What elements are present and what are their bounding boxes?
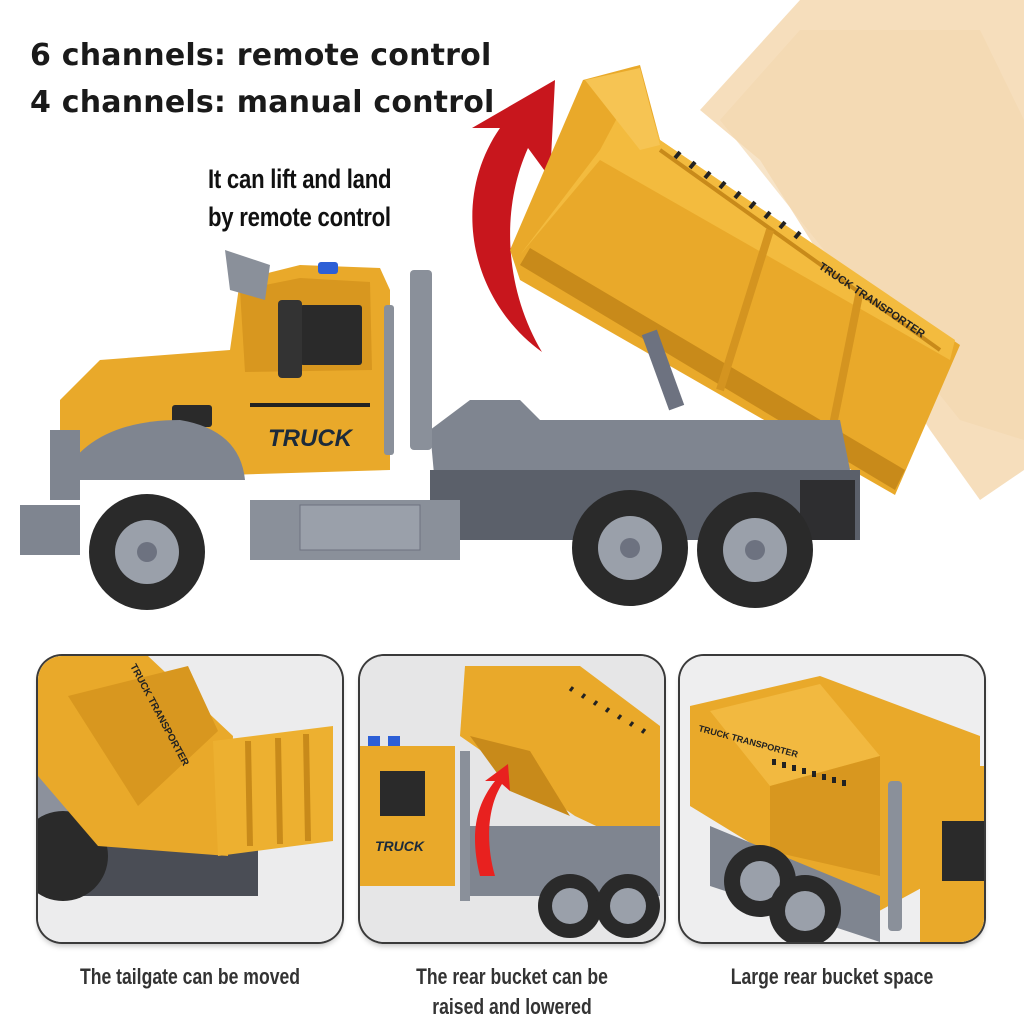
tailgate-closeup-image: TRUCK TRANSPORTER <box>38 656 342 942</box>
headline-manual-channels: 4 channels: manual control <box>30 85 495 120</box>
cab: TRUCK <box>20 250 432 555</box>
bucket-raised-closeup-image: TRUCK <box>360 656 664 942</box>
caption-bucket-raised-line2: raised and lowered <box>432 994 592 1019</box>
caption-tailgate: The tailgate can be moved <box>79 964 301 989</box>
chassis <box>250 400 860 560</box>
caption-bucket-raised-line1: The rear bucket can be <box>416 964 608 989</box>
tailgate-closeup-panel: TRUCK TRANSPORTER <box>38 656 342 942</box>
subheadline-line2: by remote control <box>208 202 391 232</box>
caption-bucket-raised: The rear bucket can be raised and lowere… <box>390 962 633 1022</box>
door-logo: TRUCK <box>268 425 354 452</box>
wheels <box>89 490 813 610</box>
bucket-space-closeup-panel: TRUCK TRANSPORTER <box>680 656 984 942</box>
subheadline-line1: It can lift and land <box>208 164 392 194</box>
raise-arrow-icon <box>475 764 510 876</box>
headline-remote-channels: 6 channels: remote control <box>30 38 492 73</box>
caption-bucket-space: Large rear bucket space <box>730 964 934 989</box>
svg-text:TRUCK: TRUCK <box>375 838 425 854</box>
lift-arrow-icon <box>472 80 555 352</box>
bucket-raised-closeup-panel: TRUCK <box>360 656 664 942</box>
bucket-space-closeup-image: TRUCK TRANSPORTER <box>680 656 984 942</box>
hero-truck-illustration: TRUCK TRANSPORTER TRUCK <box>20 0 1024 610</box>
beacon-light-icon <box>318 262 338 274</box>
